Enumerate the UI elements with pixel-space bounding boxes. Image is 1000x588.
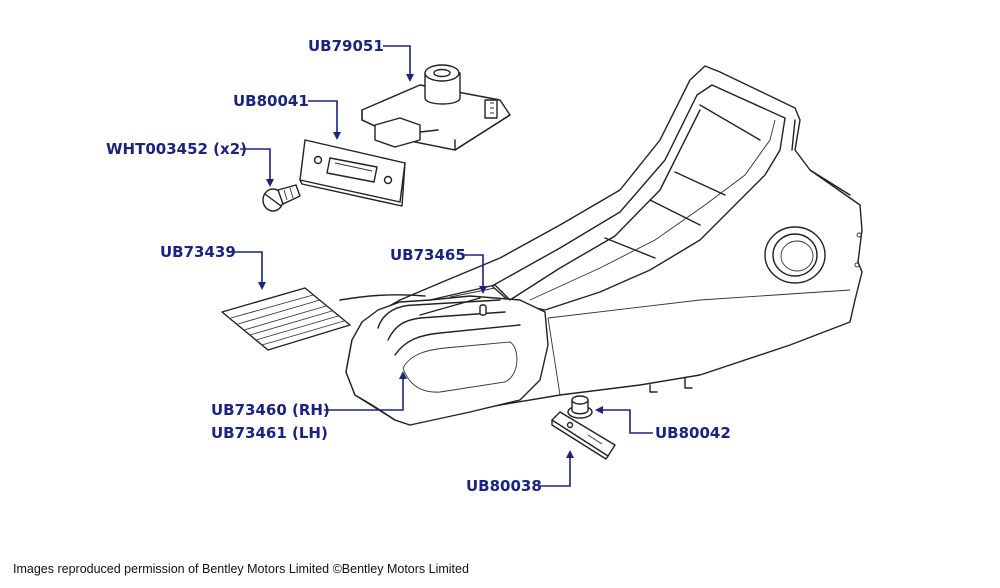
label-ub73465: UB73465 — [390, 246, 466, 264]
label-ub79051: UB79051 — [308, 37, 384, 55]
label-ub73460: UB73460 (RH) — [211, 401, 330, 419]
leader-lines — [234, 45, 653, 487]
screw-wht003452 — [262, 184, 301, 212]
front-bin — [339, 284, 549, 426]
label-ub80042: UB80042 — [655, 424, 731, 442]
mat-ub73439 — [221, 287, 351, 351]
label-ub80038: UB80038 — [466, 477, 542, 495]
label-ub80041: UB80041 — [233, 92, 309, 110]
grommet-ub80042 — [567, 395, 593, 419]
clip-ub80038 — [551, 411, 616, 460]
label-ub73439: UB73439 — [160, 243, 236, 261]
label-ub73461: UB73461 (LH) — [211, 424, 328, 442]
lock-ub79051 — [361, 64, 511, 151]
plate-ub80041 — [299, 139, 406, 207]
copyright-footer: Images reproduced permission of Bentley … — [13, 562, 469, 576]
label-wht003452: WHT003452 (x2) — [106, 140, 247, 158]
